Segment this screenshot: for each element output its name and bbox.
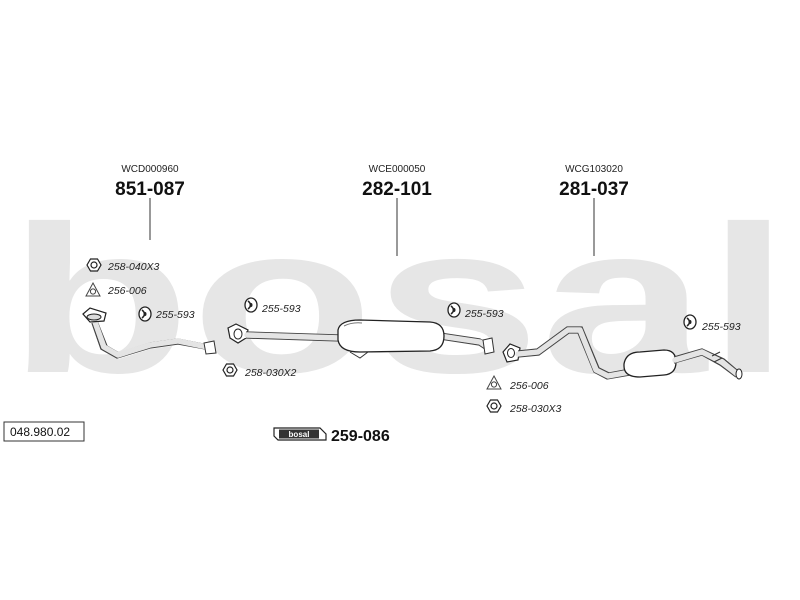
sub-code-label: WCD000960 (121, 164, 179, 175)
kit-brand-logo: bosal (289, 430, 310, 439)
main-code-label: 851-087 (115, 179, 185, 200)
part-item: 258-030X3 (486, 399, 562, 415)
rubber-mount-icon (683, 314, 697, 330)
part-item: 258-030X2 (222, 363, 297, 379)
catalog-number-box: 048.980.02 (3, 421, 85, 442)
front-pipe-drawing (82, 307, 217, 359)
part-label: 258-030X2 (244, 367, 297, 379)
part-label: 258-040X3 (107, 261, 160, 273)
part-label: 258-030X3 (509, 403, 562, 415)
middle-silencer-drawing (227, 319, 495, 359)
part-label: 255-593 (261, 303, 301, 315)
part-item: 255-593 (683, 314, 741, 333)
sub-code-label: WCG103020 (565, 164, 623, 175)
rubber-mount-icon (447, 302, 461, 318)
mounting-kit: bosal 259-086 (273, 427, 390, 445)
svg-text:bosal: bosal (8, 182, 790, 417)
part-item: 255-593 (244, 297, 301, 315)
sub-code-label: WCE000050 (369, 164, 426, 175)
part-item: 255-593 (447, 302, 504, 320)
nut-icon (486, 399, 502, 413)
nut-icon (86, 258, 102, 272)
part-label: 255-593 (464, 308, 504, 320)
assembly-middle-silencer: WCE000050 282-101 (362, 164, 432, 256)
catalog-number: 048.980.02 (10, 425, 70, 439)
rubber-mount-icon (244, 297, 258, 313)
rubber-mount-icon (138, 306, 152, 322)
assembly-front-pipe: WCD000960 851-087 (115, 164, 185, 240)
main-code-label: 282-101 (362, 179, 432, 200)
part-item: 256-006 (85, 282, 147, 297)
part-label: 256-006 (107, 285, 147, 297)
watermark-logo: bosal (8, 182, 790, 417)
part-item: 255-593 (138, 306, 195, 322)
part-item: 256-006 (486, 375, 549, 392)
assembly-rear-silencer: WCG103020 281-037 (559, 164, 629, 256)
nut-icon (222, 363, 238, 377)
part-label: 255-593 (155, 309, 195, 321)
part-item: 258-040X3 (86, 258, 160, 273)
main-code-label: 281-037 (559, 179, 629, 200)
part-label: 256-006 (509, 380, 549, 392)
part-label: 255-593 (701, 321, 741, 333)
kit-code: 259-086 (331, 428, 390, 445)
rear-silencer-drawing (502, 326, 743, 380)
